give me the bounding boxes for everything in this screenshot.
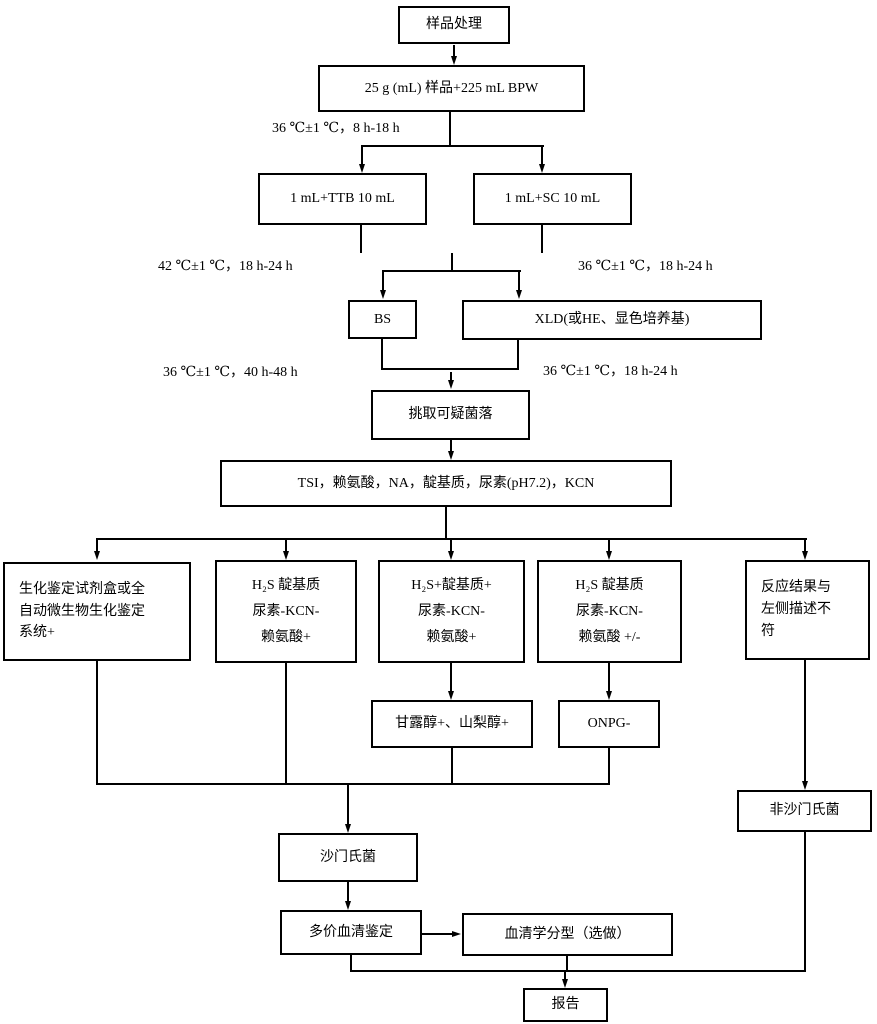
node-serotyping: 血清学分型（选做） (462, 913, 673, 956)
connector-line (804, 538, 806, 552)
node-group-a: H₂S 靛基质 尿素-KCN- 赖氨酸+ (215, 560, 357, 663)
connector-line (450, 538, 452, 552)
node-mismatch-line3: 符 (761, 623, 775, 639)
edge-label-ttb-incubation: 42 ℃±1 ℃，18 h-24 h (158, 259, 293, 274)
arrow-down-icon (94, 551, 100, 560)
node-report: 报告 (523, 988, 608, 1022)
arrow-down-icon (802, 551, 808, 560)
node-tsi-tests: TSI，赖氨酸，NA，靛基质，尿素(pH7.2)，KCN (220, 460, 672, 507)
connector-line (541, 145, 543, 165)
node-mismatch-line1: 反应结果与 (761, 580, 831, 596)
connector-line (566, 956, 568, 970)
connector-line (453, 45, 455, 58)
arrow-down-icon (802, 781, 808, 790)
connector-line (449, 112, 451, 146)
arrow-right-icon (452, 931, 461, 937)
node-biochem-kit-line1: 生化鉴定试剂盒或全 (19, 581, 145, 597)
connector-line (451, 748, 453, 785)
arrow-down-icon (516, 290, 522, 299)
node-group-b: H₂S+靛基质+ 尿素-KCN- 赖氨酸+ (378, 560, 525, 663)
node-polyvalent-serum: 多价血清鉴定 (280, 910, 422, 955)
connector-line (350, 970, 806, 972)
connector-line (450, 663, 452, 692)
connector-line (422, 933, 453, 935)
connector-line (804, 832, 806, 972)
node-group-b-line2: 尿素-KCN- (418, 603, 485, 619)
arrow-down-icon (380, 290, 386, 299)
node-group-c: H₂S 靛基质 尿素-KCN- 赖氨酸 +/- (537, 560, 682, 663)
arrow-down-icon (448, 691, 454, 700)
node-pick-colony: 挑取可疑菌落 (371, 390, 530, 440)
connector-line (96, 661, 98, 785)
edge-label-bs-incubation: 36 ℃±1 ℃，40 h-48 h (163, 365, 298, 380)
connector-line (362, 145, 544, 147)
connector-line (350, 955, 352, 972)
connector-line (564, 970, 566, 980)
arrow-down-icon (448, 380, 454, 389)
arrow-down-icon (359, 164, 365, 173)
connector-line (518, 270, 520, 291)
connector-line (450, 440, 452, 452)
node-mismatch: 反应结果与 左侧描述不 符 (745, 560, 870, 660)
connector-line (96, 783, 610, 785)
node-biochem-kit-line3: 系统+ (19, 625, 55, 641)
connector-line (451, 253, 453, 272)
connector-line (381, 368, 519, 370)
edge-label-pre-enrichment: 36 ℃±1 ℃，8 h-18 h (272, 121, 400, 136)
node-group-b-line1: H₂S+靛基质+ (411, 577, 492, 593)
node-sc-enrichment: 1 mL+SC 10 mL (473, 173, 632, 225)
arrow-down-icon (606, 551, 612, 560)
arrow-down-icon (539, 164, 545, 173)
node-group-a-line3: 赖氨酸+ (261, 629, 311, 645)
connector-line (382, 270, 521, 272)
connector-line (347, 882, 349, 902)
node-biochem-kit-line2: 自动微生物生化鉴定 (19, 603, 145, 619)
node-group-c-line3: 赖氨酸 +/- (578, 629, 641, 645)
node-bpw-preenrichment: 25 g (mL) 样品+225 mL BPW (318, 65, 585, 112)
connector-line (445, 507, 447, 540)
connector-line (541, 225, 543, 253)
node-group-c-line2: 尿素-KCN- (576, 603, 643, 619)
node-onpg: ONPG- (558, 700, 660, 748)
connector-line (608, 748, 610, 785)
connector-line (381, 339, 383, 370)
node-mannitol-sorbitol: 甘露醇+、山梨醇+ (371, 700, 533, 748)
node-xld-plate: XLD(或HE、显色培养基) (462, 300, 762, 340)
arrow-down-icon (345, 824, 351, 833)
node-group-a-line1: H₂S 靛基质 (251, 577, 321, 593)
edge-label-xld-incubation: 36 ℃±1 ℃，18 h-24 h (543, 364, 678, 379)
edge-label-sc-incubation: 36 ℃±1 ℃，18 h-24 h (578, 259, 713, 274)
arrow-down-icon (448, 451, 454, 460)
connector-line (285, 663, 287, 785)
arrow-down-icon (283, 551, 289, 560)
node-bs-plate: BS (348, 300, 417, 339)
connector-line (608, 538, 610, 552)
connector-line (96, 538, 98, 552)
node-group-a-line2: 尿素-KCN- (252, 603, 320, 619)
node-sample-processing: 样品处理 (398, 6, 510, 44)
connector-line (360, 225, 362, 253)
arrow-down-icon (448, 551, 454, 560)
node-non-salmonella: 非沙门氏菌 (737, 790, 872, 832)
connector-line (347, 783, 349, 825)
arrow-down-icon (451, 56, 457, 65)
node-group-b-line3: 赖氨酸+ (426, 629, 477, 645)
node-group-c-line1: H₂S 靛基质 (575, 577, 644, 593)
connector-line (804, 660, 806, 782)
arrow-down-icon (562, 979, 568, 988)
connector-line (361, 145, 363, 165)
arrow-down-icon (606, 691, 612, 700)
connector-line (608, 663, 610, 692)
connector-line (517, 340, 519, 370)
connector-line (382, 270, 384, 291)
connector-line (285, 538, 287, 552)
arrow-down-icon (345, 901, 351, 910)
node-salmonella: 沙门氏菌 (278, 833, 418, 882)
connector-line (450, 372, 452, 381)
node-biochem-kit: 生化鉴定试剂盒或全 自动微生物生化鉴定 系统+ (3, 562, 191, 661)
node-mismatch-line2: 左侧描述不 (761, 602, 831, 618)
node-ttb-enrichment: 1 mL+TTB 10 mL (258, 173, 427, 225)
